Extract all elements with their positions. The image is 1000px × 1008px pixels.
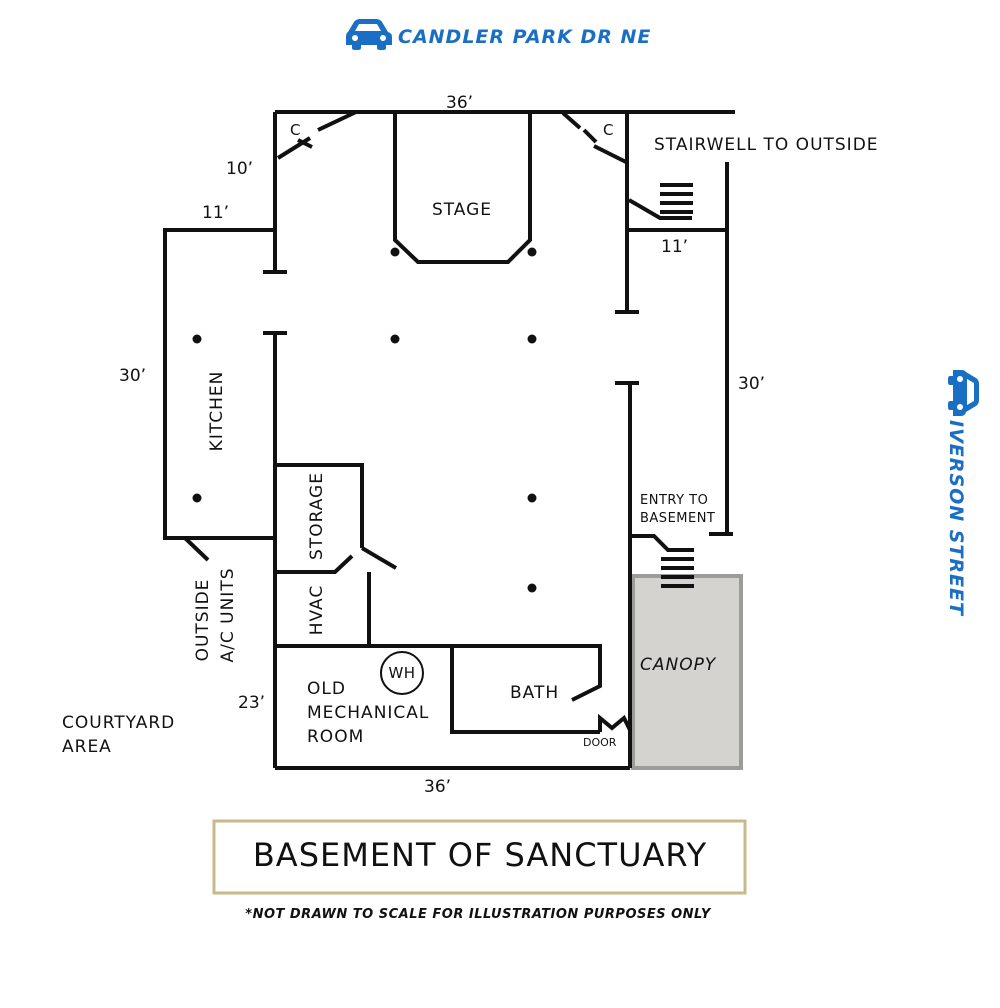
street-iverson: IVERSON STREET: [945, 420, 967, 617]
bath-label: BATH: [510, 683, 559, 703]
outside-ac-label-line2: A/C UNITS: [218, 568, 238, 663]
dim-right: 30’: [738, 374, 765, 394]
closet-right-label: C: [603, 121, 614, 139]
door-label: DOOR: [583, 736, 617, 749]
mechanical-label-line2: MECHANICAL: [307, 703, 429, 723]
columns: [192, 247, 537, 593]
dim-top-left: 10’: [226, 159, 253, 179]
dim-bottom: 36’: [424, 777, 451, 797]
stairwell-label: STAIRWELL TO OUTSIDE: [654, 135, 879, 155]
entry-label-line1: ENTRY TO: [640, 493, 708, 508]
courtyard-label-line2: AREA: [62, 737, 112, 757]
mechanical-label-line1: OLD: [307, 679, 346, 699]
dim-stair-bottom: 11’: [661, 237, 688, 257]
dim-top: 36’: [446, 93, 473, 113]
canopy-label: CANOPY: [640, 655, 717, 675]
stairs-stairwell: [660, 183, 693, 214]
water-heater-label: WH: [388, 664, 415, 682]
car-icon: [948, 370, 979, 416]
street-candler-park: CANDLER PARK DR NE: [398, 26, 651, 48]
canopy-area: [631, 574, 743, 770]
car-icon: [346, 19, 392, 50]
kitchen-label: KITCHEN: [207, 371, 227, 452]
closet-left-label: C: [290, 121, 301, 139]
dim-bottom-left: 23’: [238, 693, 265, 713]
scale-note: *NOT DRAWN TO SCALE FOR ILLUSTRATION PUR…: [245, 907, 712, 922]
courtyard-label-line1: COURTYARD: [62, 713, 175, 733]
dim-left: 30’: [119, 366, 146, 386]
walls: [163, 110, 735, 770]
outside-ac-label-line1: OUTSIDE: [193, 579, 213, 662]
storage-label: STORAGE: [307, 472, 327, 560]
water-heater-icon: [380, 651, 424, 695]
title-frame: [212, 819, 747, 895]
mechanical-label-line3: ROOM: [307, 727, 364, 747]
dim-kitchen-top: 11’: [202, 203, 229, 223]
hvac-label: HVAC: [307, 585, 327, 636]
entry-label-line2: BASEMENT: [640, 511, 715, 526]
stairs-entry: [661, 557, 694, 588]
page-title: BASEMENT OF SANCTUARY: [253, 836, 707, 874]
stage-label: STAGE: [432, 200, 492, 220]
